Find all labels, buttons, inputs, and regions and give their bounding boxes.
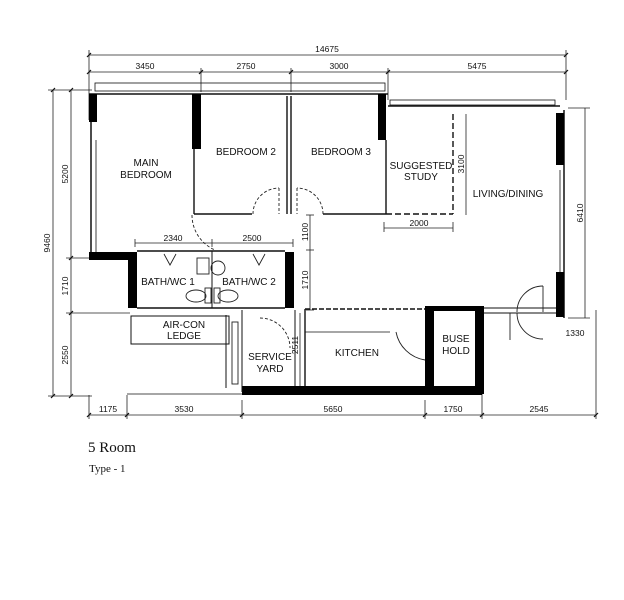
label-shelter-2: HOLD (442, 346, 470, 357)
tick-marks (50, 52, 599, 418)
wall-columns (89, 94, 564, 395)
dim-kitchen-depth: 2511 (290, 336, 300, 355)
label-aircon-2: LEDGE (167, 331, 201, 342)
label-main-bedroom-1: MAIN (134, 158, 159, 169)
dim-bath-1: 2340 (164, 233, 183, 243)
interior-walls (130, 96, 556, 392)
label-yard-1: SERVICE (248, 352, 292, 363)
dim-left-2: 1710 (60, 276, 70, 295)
label-study-2: STUDY (404, 172, 438, 183)
dimension-labels: 14675 3450 2750 3000 5475 1175 3530 5650… (42, 44, 585, 414)
dim-bottom-2: 3530 (175, 404, 194, 414)
dim-bottom-3: 5650 (324, 404, 343, 414)
label-study-1: SUGGESTED (390, 161, 453, 172)
dim-top-3: 3000 (330, 61, 349, 71)
dim-top-1: 3450 (136, 61, 155, 71)
label-bath-wc-1: BATH/WC 1 (141, 277, 195, 288)
dim-door-small: 1330 (566, 328, 585, 338)
label-kitchen: KITCHEN (335, 348, 379, 359)
label-main-bedroom-2: BEDROOM (120, 170, 172, 181)
label-shelter-1: BUSE (442, 334, 470, 345)
dim-left-1: 5200 (60, 164, 70, 183)
fixtures (185, 257, 239, 385)
doors (163, 187, 544, 361)
dim-left-3: 2550 (60, 345, 70, 364)
label-bedroom-2: BEDROOM 2 (216, 147, 276, 158)
plan-subtitle: Type - 1 (89, 463, 126, 475)
dim-corridor: 1100 (300, 223, 310, 242)
label-aircon-1: AIR-CON (163, 320, 205, 331)
dim-bath-height: 1710 (300, 270, 310, 289)
dim-bath-2: 2500 (243, 233, 262, 243)
dim-top-2: 2750 (237, 61, 256, 71)
label-bath-wc-2: BATH/WC 2 (222, 277, 276, 288)
label-yard-2: YARD (256, 364, 283, 375)
dim-study-width: 2000 (410, 218, 429, 228)
label-bedroom-3: BEDROOM 3 (311, 147, 371, 158)
dim-top-4: 5475 (468, 61, 487, 71)
dim-right-living: 6410 (575, 203, 585, 222)
label-living-dining: LIVING/DINING (473, 189, 544, 200)
dim-bottom-1: 1175 (99, 404, 118, 414)
dim-bottom-4: 1750 (444, 404, 463, 414)
dim-top-total: 14675 (315, 44, 339, 54)
plan-title: 5 Room (88, 440, 136, 456)
dim-study-height: 3100 (456, 154, 466, 173)
dim-left-total: 9460 (42, 233, 52, 252)
dim-bottom-5: 2545 (530, 404, 549, 414)
outer-walls (89, 82, 565, 395)
room-labels: MAIN BEDROOM BEDROOM 2 BEDROOM 3 SUGGEST… (120, 147, 543, 375)
